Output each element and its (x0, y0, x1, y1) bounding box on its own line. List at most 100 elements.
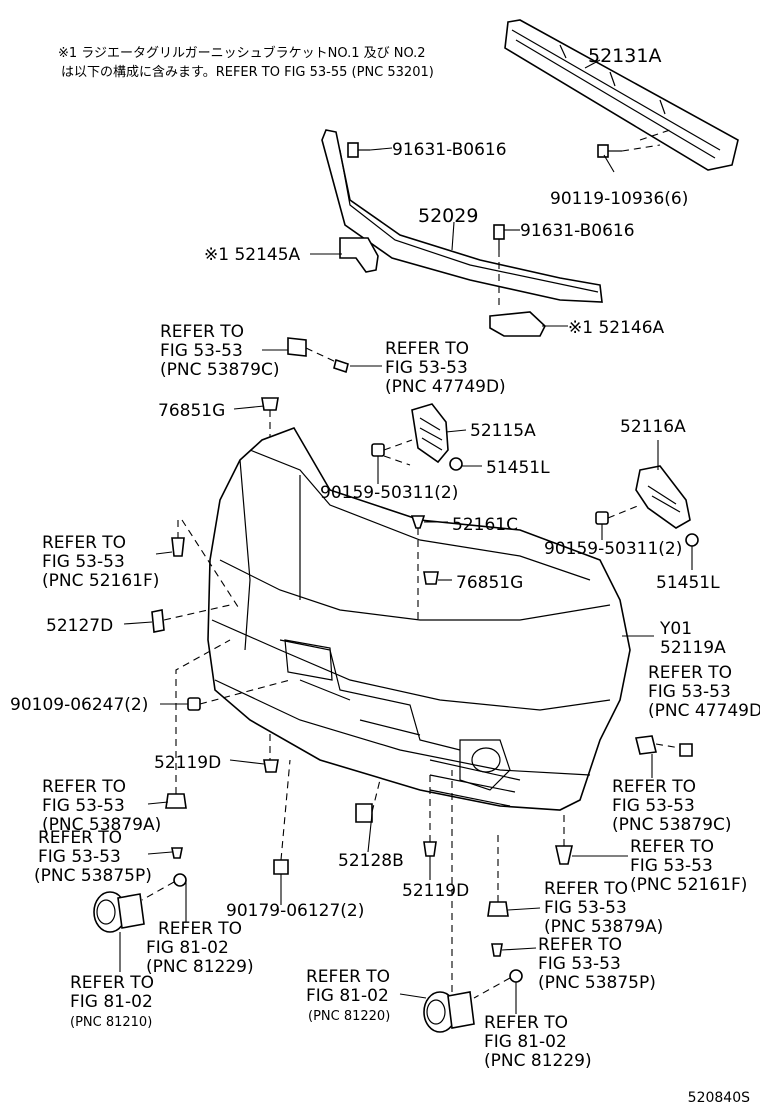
bolt-90109[interactable] (187, 697, 201, 711)
screw-47749D-upper[interactable] (333, 358, 349, 374)
bumper-reinforcement-52131A[interactable] (504, 19, 739, 171)
grille-bracket-52029[interactable] (321, 129, 603, 303)
refer-52161F-left-l1: REFER TO (42, 533, 126, 553)
bolt-90119[interactable] (597, 144, 622, 158)
refer-53879C-right-l2: FIG 53-53 (612, 796, 695, 816)
refer-47749D-upper: REFER TO FIG 53-53 (PNC 47749D) (385, 339, 506, 397)
refer-53875P-right-l3: (PNC 53875P) (538, 973, 656, 993)
label-52115A: 52115A (470, 421, 536, 441)
bracket-52146A[interactable] (489, 311, 546, 337)
footnote: ※1 ラジエータグリルガーニッシュブラケットNO.1 及び NO.2 は以下の構… (58, 44, 434, 82)
label-90159-1: 90159-50311(2) (320, 483, 458, 503)
label-90179: 90179-06127(2) (226, 901, 364, 921)
clip-52161C[interactable] (410, 515, 426, 529)
diagram-code: 520840S (687, 1090, 750, 1106)
refer-52161F-right-l2: FIG 53-53 (630, 856, 713, 876)
nut-51451L-lower[interactable] (685, 533, 699, 547)
label-91631-B0616-1: 91631-B0616 (392, 140, 507, 160)
refer-53879A-left-l3: (PNC 53879A) (42, 815, 161, 835)
label-90119: 90119-10936(6) (550, 189, 688, 209)
screw-52119D-left[interactable] (263, 759, 279, 773)
refer-53879A-right-l2: FIG 53-53 (544, 898, 627, 918)
refer-81229-left-l1: REFER TO (158, 919, 242, 939)
label-52145A: ※1 52145A (204, 245, 301, 265)
refer-53879C-right-l1: REFER TO (612, 777, 696, 797)
label-52119D-2: 52119D (402, 881, 469, 901)
bolt-91631-1[interactable] (347, 142, 370, 158)
bumper-cover-52119A[interactable] (207, 427, 631, 811)
refer-52161F-left: REFER TO FIG 53-53 (PNC 52161F) (42, 533, 159, 591)
screw-81229-left[interactable] (173, 873, 187, 887)
refer-53879A-left: REFER TO FIG 53-53 (PNC 53879A) (42, 777, 161, 835)
refer-52161F-left-l3: (PNC 52161F) (42, 571, 159, 591)
clip-53879C-upper[interactable] (287, 337, 307, 357)
screw-52119D-lower[interactable] (423, 841, 437, 857)
label-76851G-2: 76851G (456, 573, 523, 593)
label-51451L-1: 51451L (486, 458, 550, 478)
fog-opening (459, 739, 511, 791)
fog-lamp-right[interactable] (423, 991, 475, 1033)
label-52116A: 52116A (620, 417, 686, 437)
screw-90159-upper[interactable] (371, 443, 385, 457)
label-52161C: 52161C (452, 515, 518, 535)
clip-52161F-left[interactable] (171, 537, 185, 557)
screw-47749D-right[interactable] (679, 743, 693, 757)
refer-53875P-left-l2: FIG 53-53 (38, 847, 121, 867)
refer-53879C-upper: REFER TO FIG 53-53 (PNC 53879C) (160, 322, 279, 380)
refer-81210-l1: REFER TO (70, 973, 154, 993)
screw-81229-right[interactable] (509, 969, 523, 983)
bracket-52145A[interactable] (339, 237, 379, 273)
bracket-52116A[interactable] (635, 465, 691, 529)
label-52131A: 52131A (588, 45, 661, 67)
fog-lamp-left[interactable] (93, 891, 145, 933)
footnote-line-1: ※1 ラジエータグリルガーニッシュブラケットNO.1 及び NO.2 (58, 46, 426, 61)
refer-52161F-right-l3: (PNC 52161F) (630, 875, 747, 895)
refer-47749D-right-l1: REFER TO (648, 663, 732, 683)
refer-81210-l2: FIG 81-02 (70, 992, 153, 1012)
refer-47749D-upper-l2: FIG 53-53 (385, 358, 468, 378)
grille-insert (279, 639, 521, 807)
label-51451L-2: 51451L (656, 573, 720, 593)
bracket-52128B[interactable] (355, 803, 373, 823)
refer-53875P-right-l1: REFER TO (538, 935, 622, 955)
refer-81210-l3: (PNC 81210) (70, 1015, 152, 1030)
refer-53879A-right: REFER TO FIG 53-53 (PNC 53879A) (544, 879, 663, 937)
refer-53879A-left-l1: REFER TO (42, 777, 126, 797)
pad-52127D[interactable] (151, 609, 165, 633)
label-91631-B0616-2: 91631-B0616 (520, 221, 635, 241)
clip-53879C-right[interactable] (635, 735, 657, 755)
nut-51451L-upper[interactable] (449, 457, 463, 471)
clip-53879A-right[interactable] (487, 901, 509, 917)
leader-lines (119, 59, 693, 1014)
clip-76851G-lower[interactable] (423, 571, 439, 585)
refer-47749D-right-l3: (PNC 47749D) (648, 701, 760, 721)
bolt-91631-2[interactable] (493, 224, 505, 250)
label-Y01: Y01 (659, 619, 692, 639)
clip-90179[interactable] (273, 859, 289, 875)
screw-90159-lower[interactable] (595, 511, 609, 525)
refer-47749D-upper-l1: REFER TO (385, 339, 469, 359)
clip-52161F-right[interactable] (555, 845, 573, 865)
screw-53875P-left[interactable] (171, 847, 183, 859)
refer-53879C-right-l3: (PNC 53879C) (612, 815, 731, 835)
refer-81220-l3: (PNC 81220) (308, 1009, 390, 1024)
label-52119D-1: 52119D (154, 753, 221, 773)
bracket-52115A[interactable] (411, 403, 449, 464)
refer-81220-l2: FIG 81-02 (306, 986, 389, 1006)
refer-53879A-right-l1: REFER TO (544, 879, 628, 899)
refer-81229-right-l3: (PNC 81229) (484, 1051, 592, 1071)
refer-81210: REFER TO FIG 81-02 (PNC 81210) (70, 973, 154, 1030)
refer-52161F-right: REFER TO FIG 53-53 (PNC 52161F) (630, 837, 747, 895)
refer-81229-right-l1: REFER TO (484, 1013, 568, 1033)
refer-53879C-upper-l3: (PNC 53879C) (160, 360, 279, 380)
refer-47749D-right: REFER TO FIG 53-53 (PNC 47749D) (648, 663, 760, 721)
label-90109: 90109-06247(2) (10, 695, 148, 715)
refer-52161F-left-l2: FIG 53-53 (42, 552, 125, 572)
screw-53875P-right[interactable] (491, 943, 503, 957)
clip-76851G-upper[interactable] (261, 397, 279, 411)
refer-81220-l1: REFER TO (306, 967, 390, 987)
clip-53879A-left[interactable] (165, 793, 187, 809)
refer-81229-left-l2: FIG 81-02 (146, 938, 229, 958)
label-52119A: 52119A (660, 638, 726, 658)
